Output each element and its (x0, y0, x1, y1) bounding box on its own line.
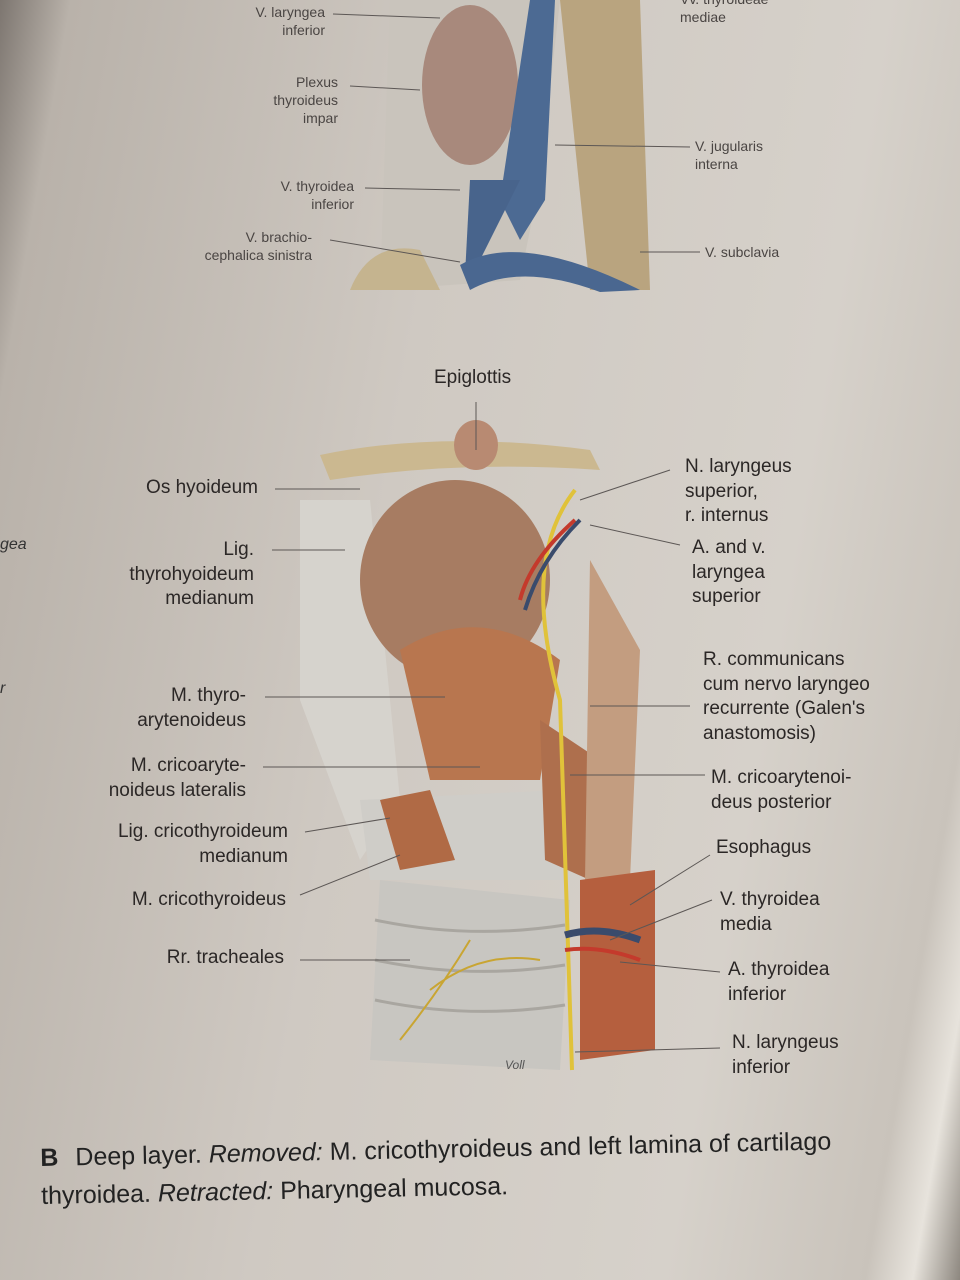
caption-retracted-label: Retracted: (157, 1176, 274, 1208)
label-v-thyroidea-inferior: V. thyroidea inferior (280, 178, 354, 213)
label-esophagus: Esophagus (716, 837, 812, 858)
label-m-cricothyroideus: M. cricothyroideus (131, 889, 286, 910)
label-vv-thyroideae-mediae: Vv. thyroideae mediae (680, 0, 768, 26)
caption-letter: B (40, 1143, 59, 1172)
caption-removed-label: Removed: (208, 1138, 323, 1169)
label-epiglottis: Epiglottis (434, 367, 512, 388)
label-v-brachiocephalica-sinistra: V. brachio- cephalica sinistra (204, 229, 312, 264)
label-os-hyoideum: Os hyoideum (146, 477, 258, 498)
label-r-communicans: R. communicans cum nervo laryngeo recurr… (703, 649, 870, 745)
caption-text: Deep layer. (75, 1140, 203, 1172)
label-plexus-thyroideus-impar: Plexus thyroideus impar (273, 74, 338, 127)
label-m-cricoarytenoideus-lateralis: M. cricoaryte- noideus lateralis (108, 755, 246, 801)
label-lig-thyrohyoideum: Lig. thyrohyoideum medianum (129, 539, 254, 610)
label-v-thyroidea-media: V. thyroidea media (720, 889, 820, 935)
label-v-subclavia: V. subclavia (705, 244, 780, 260)
caption-text: Pharyngeal mucosa. (279, 1171, 509, 1205)
label-v-laryngea-inferior: V. laryngea inferior (255, 4, 325, 39)
illustrator-signature: Voll (505, 1058, 525, 1072)
label-rr-tracheales: Rr. tracheales (166, 947, 284, 968)
label-m-cricoarytenoideus-posterior: M. cricoarytenoi- deus posterior (711, 767, 852, 813)
label-n-laryngeus-inferior: N. laryngeus inferior (732, 1032, 839, 1078)
larynx-illustration (300, 420, 655, 1071)
label-n-laryngeus-superior: N. laryngeus superior, r. internus (685, 456, 792, 527)
label-lig-cricothyroideum: Lig. cricothyroideum medianum (117, 821, 288, 867)
label-m-thyroarytenoideus: M. thyro- arytenoideus (137, 685, 246, 731)
leader-lines (263, 13, 721, 1053)
label-v-jugularis-interna: V. jugularis interna (695, 138, 763, 173)
label-a-v-laryngea-superior: A. and v. laryngea superior (692, 537, 766, 608)
margin-fragment: gea (0, 536, 27, 553)
top-venous-illustration (350, 0, 650, 292)
label-a-thyroidea-inferior: A. thyroidea inferior (728, 959, 830, 1005)
margin-fragment: r (0, 680, 6, 697)
